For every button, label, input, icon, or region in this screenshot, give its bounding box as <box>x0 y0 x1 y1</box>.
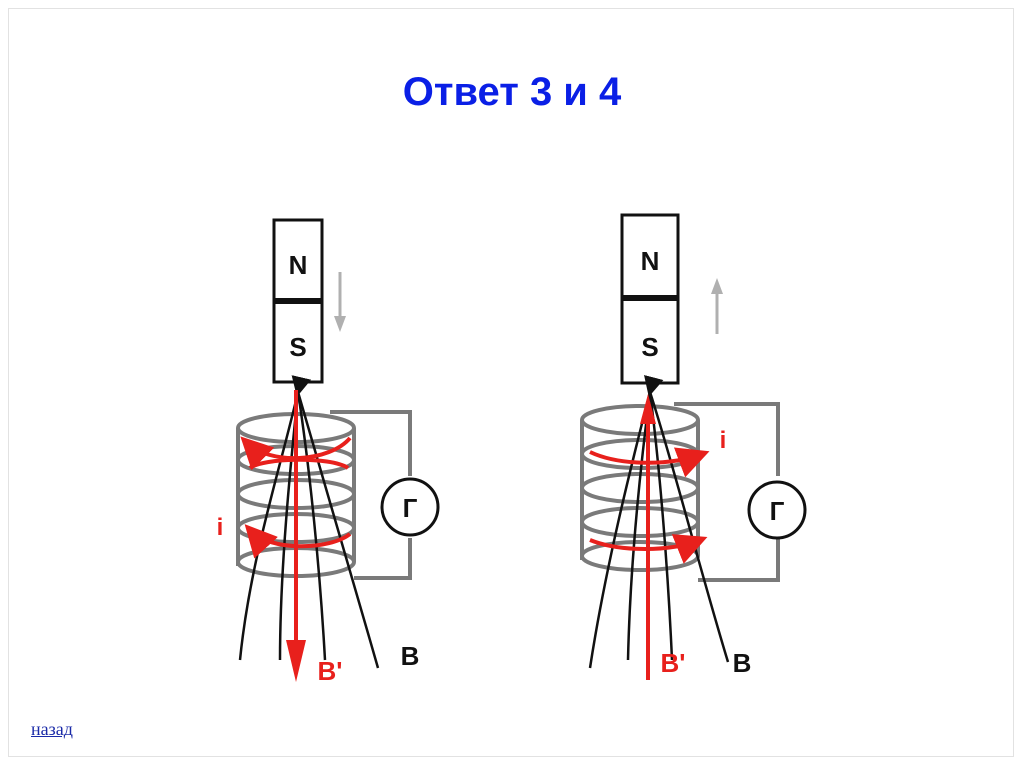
slide-frame <box>8 8 1014 757</box>
left-motion-arrow-icon <box>334 272 346 332</box>
left-galvanometer: Г <box>380 477 440 537</box>
right-induced-field-arrow-icon <box>640 394 656 680</box>
left-induced-field-label: B' <box>318 656 343 686</box>
left-galvanometer-label: Г <box>403 493 418 523</box>
right-motion-arrow-icon <box>711 278 723 334</box>
right-induced-field-label: B' <box>661 648 686 678</box>
right-magnet-north: N <box>641 246 660 276</box>
left-magnet: N S <box>272 218 324 384</box>
right-magnet-south: S <box>641 332 658 362</box>
slide-title: Ответ 3 и 4 <box>402 70 622 114</box>
left-current-label: i <box>217 514 224 541</box>
left-magnet-south: S <box>289 332 306 362</box>
right-magnet: N S <box>620 213 680 385</box>
left-field-lines <box>238 375 380 669</box>
right-figure: N S Г <box>580 213 807 680</box>
left-induced-field-arrow-icon <box>286 390 306 682</box>
left-magnet-north: N <box>289 250 308 280</box>
right-current-label: i <box>720 427 727 454</box>
right-galvanometer-label: Г <box>770 496 785 526</box>
left-figure: N S Г <box>217 218 440 686</box>
right-galvanometer: Г <box>747 480 807 540</box>
right-field-label: B <box>733 648 752 678</box>
right-induced-current <box>589 447 710 564</box>
back-link[interactable]: назад <box>31 719 73 739</box>
left-field-label: B <box>401 641 420 671</box>
right-coil <box>580 402 780 582</box>
